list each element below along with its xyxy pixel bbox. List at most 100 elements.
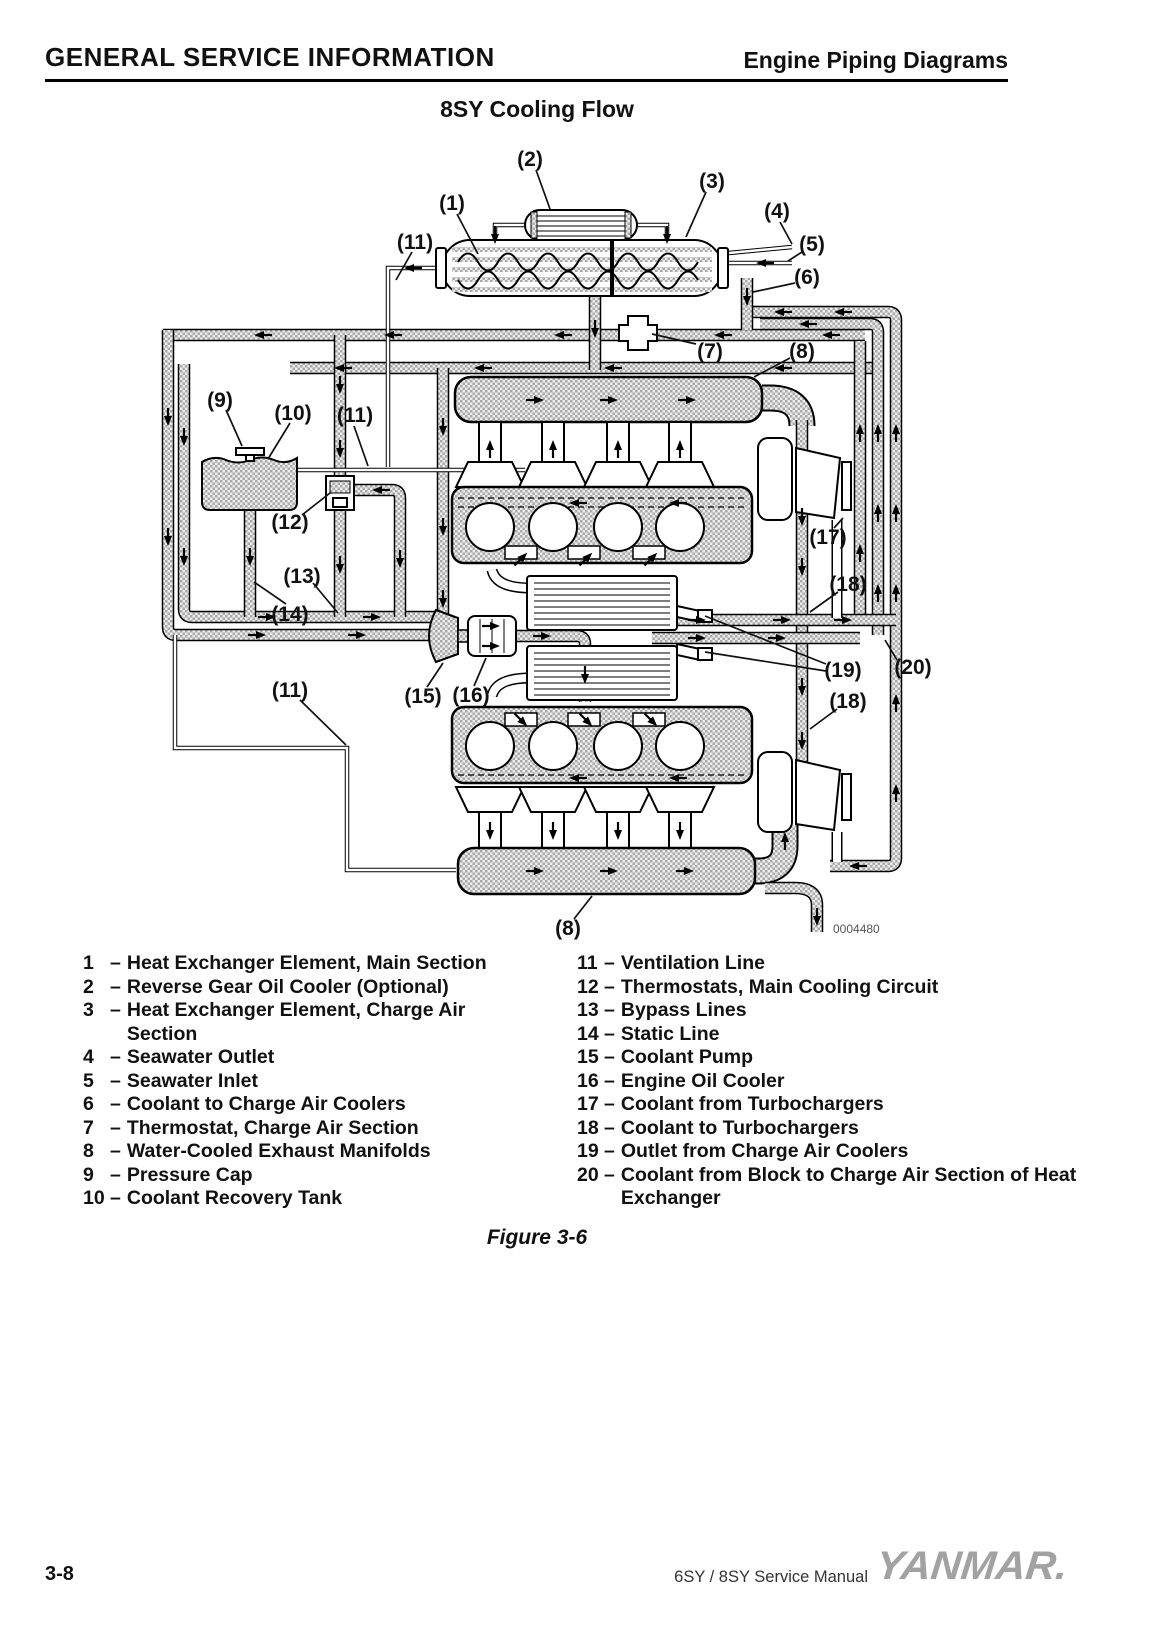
legend-num: 9 [83,1163,94,1186]
legend-left-column: 1–Heat Exchanger Element, Main Section 2… [83,952,528,1211]
callout-13: (13) [283,565,320,588]
legend-item: 1–Heat Exchanger Element, Main Section [83,952,528,976]
cylinder-bank-upper [450,421,754,565]
legend-right-column: 11–Ventilation Line 12–Thermostats, Main… [577,952,1077,1211]
callout-15: (15) [404,685,441,708]
callout-3: (3) [699,170,725,193]
callout-labels: (2) (3) (1) (4) (11) (5) (6) (7) (8) (9)… [207,148,932,940]
turbocharger-lower [757,751,852,833]
legend-dash: – [110,975,121,998]
legend-item: 6–Coolant to Charge Air Coolers [83,1093,528,1117]
legend-dash: – [604,1140,615,1162]
turbocharger-upper [757,437,852,521]
legend-label: Coolant to Charge Air Coolers [126,1093,406,1115]
legend-label: Water-Cooled Exhaust Manifolds [126,1140,431,1162]
callout-6: (6) [794,266,820,289]
legend-dash: – [110,1069,121,1092]
legend-item: 12–Thermostats, Main Cooling Circuit [577,976,1077,1000]
callout-19: (19) [824,659,861,682]
cac-outlet-nozzle [676,642,701,662]
callout-leaders [225,169,898,920]
legend-num: 15 [577,1046,599,1068]
vent-lines [172,222,793,873]
reverse-gear-oil-cooler [524,209,638,241]
legend-num: 1 [83,952,94,974]
callout-20: (20) [894,656,931,679]
cooling-flow-svg: (2) (3) (1) (4) (11) (5) (6) (7) (8) (9)… [161,148,932,940]
legend-item: 3–Heat Exchanger Element, Charge Air Sec… [83,999,528,1046]
legend-item: 14–Static Line [577,1023,1077,1047]
legend-label: Static Line [620,1022,720,1045]
legend-item: 9–Pressure Cap [83,1164,528,1188]
diagram-title: 8SY Cooling Flow [440,96,634,122]
legend-label: Bypass Lines [620,999,747,1021]
yanmar-logo: YANMAR. [874,1544,1070,1588]
legend-num: 17 [577,1093,599,1115]
callout-11c: (11) [272,679,308,702]
legend-dash: – [604,1116,615,1139]
legend-label: Coolant from Turbochargers [620,1093,884,1115]
legend-dash: – [110,1140,121,1162]
legend-dash: – [604,1046,615,1068]
legend-dash: – [604,975,615,998]
legend-item: 16–Engine Oil Cooler [577,1070,1077,1094]
legend-dash: – [110,999,121,1021]
callout-8b: (8) [555,917,581,940]
legend-num: 6 [83,1093,94,1115]
legend-num: 13 [577,999,599,1021]
legend-label: Coolant Recovery Tank [126,1187,343,1209]
callout-5: (5) [799,233,825,256]
legend-num: 2 [83,975,94,998]
legend-dash: – [604,1069,615,1092]
legend-item: 13–Bypass Lines [577,999,1077,1023]
heat-exchanger [435,239,729,297]
legend-dash: – [110,1187,121,1209]
callout-17: (17) [809,526,846,549]
legend-item: 5–Seawater Inlet [83,1070,528,1094]
legend-item: 7–Thermostat, Charge Air Section [83,1117,528,1141]
drawing-number: 0004480 [833,922,880,936]
callout-10: (10) [274,402,311,425]
cooling-flow-diagram: (2) (3) (1) (4) (11) (5) (6) (7) (8) (9)… [140,130,1040,940]
legend-label: Seawater Outlet [126,1046,275,1068]
legend-item: 20–Coolant from Block to Charge Air Sect… [577,1164,1077,1211]
thermostat-main [325,475,355,511]
legend-label: Coolant to Turbochargers [620,1116,859,1139]
page-number: 3-8 [45,1563,74,1585]
legend-num: 7 [83,1116,94,1139]
charge-air-cooler-bottom [526,642,713,701]
legend-item: 2–Reverse Gear Oil Cooler (Optional) [83,976,528,1000]
legend-num: 11 [577,952,598,974]
legend-dash: – [110,1116,121,1139]
legend-label: Reverse Gear Oil Cooler (Optional) [126,975,449,998]
legend-num: 16 [577,1069,599,1092]
legend-num: 5 [83,1069,94,1092]
figure-caption: Figure 3-6 [486,1226,588,1249]
legend-num: 14 [577,1022,599,1045]
header-rule [45,79,1008,82]
legend-item: 19–Outlet from Charge Air Coolers [577,1140,1077,1164]
legend-num: 3 [83,999,94,1021]
legend-item: 18–Coolant to Turbochargers [577,1117,1077,1141]
legend-dash: – [604,1093,615,1115]
legend-item: 8–Water-Cooled Exhaust Manifolds [83,1140,528,1164]
legend-label: Coolant from Block to Charge Air Section… [620,1163,1077,1210]
callout-7: (7) [697,340,723,363]
legend-label: Thermostats, Main Cooling Circuit [620,975,939,998]
legend-label: Engine Oil Cooler [620,1069,785,1092]
engine-oil-cooler [467,615,517,657]
legend-dash: – [110,1163,121,1186]
callout-1: (1) [439,192,465,215]
cylinder-bank-lower [450,705,754,849]
legend-item: 11–Ventilation Line [577,952,1077,976]
callout-18b: (18) [829,690,866,713]
legend-dash: – [110,952,121,974]
callout-16: (16) [452,684,489,707]
callout-12: (12) [271,511,308,534]
footer-manual-title: 6SY / 8SY Service Manual [674,1568,868,1586]
coolant-recovery-tank [201,447,298,511]
legend-dash: – [110,1046,121,1068]
page-header-right: Engine Piping Diagrams [743,47,1008,73]
legend-label: Ventilation Line [620,952,765,974]
air-ducts [486,520,843,862]
